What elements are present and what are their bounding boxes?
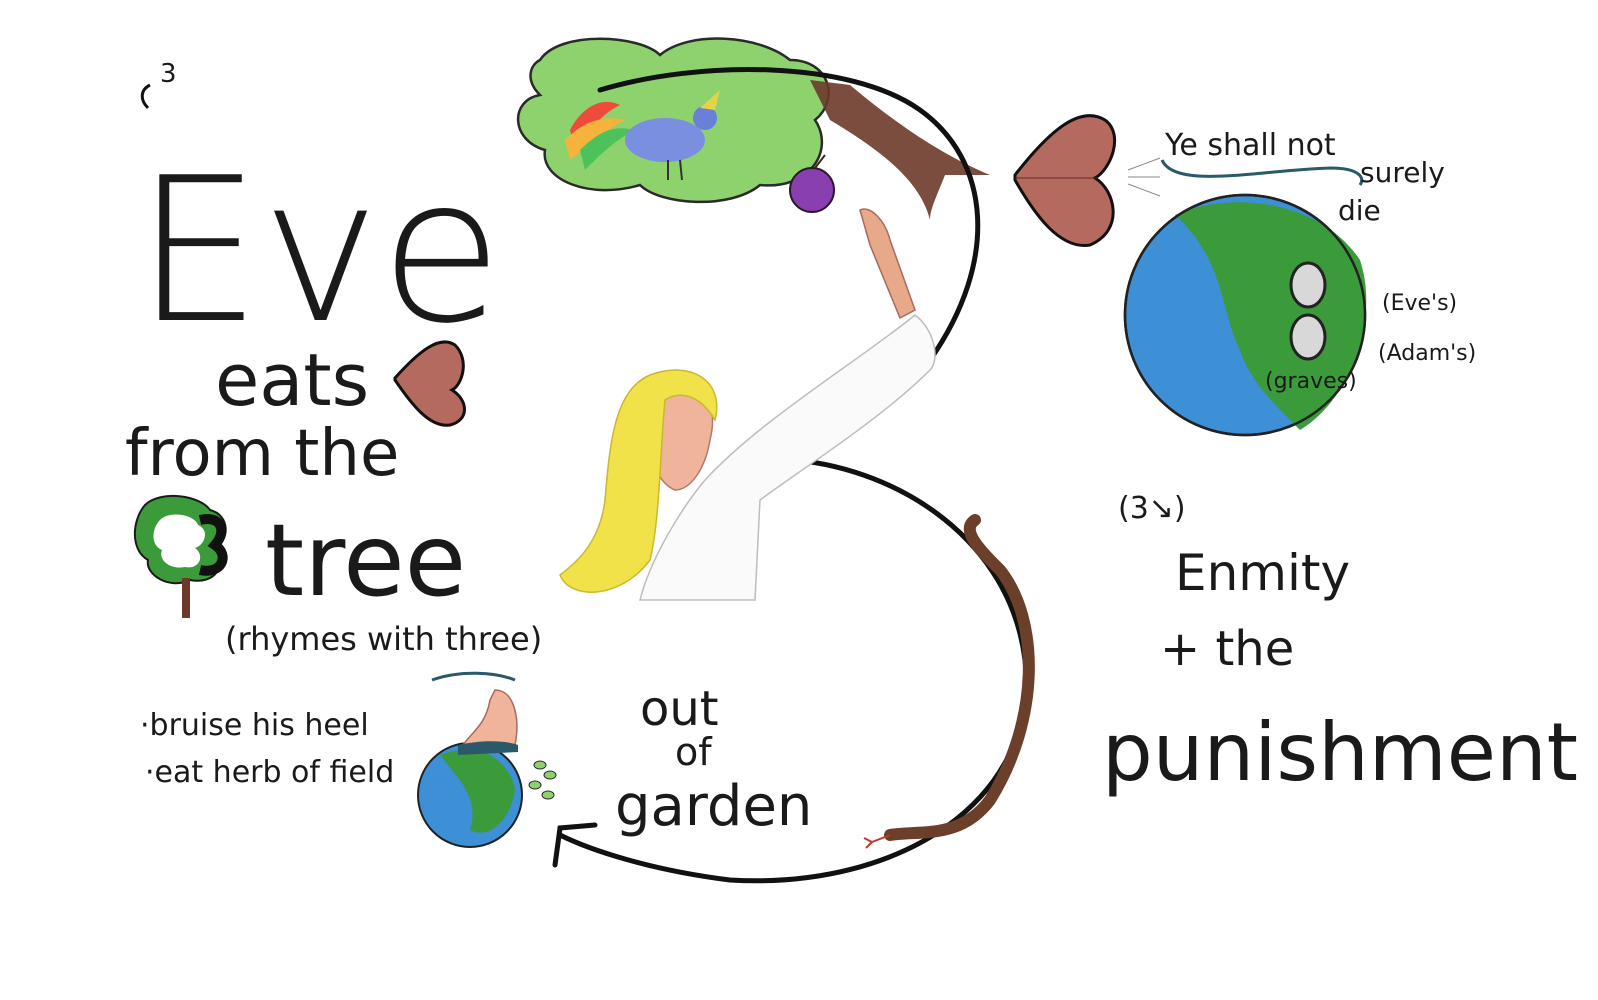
- small-earth-foot: [417, 671, 557, 848]
- big-three-arrowhead: [552, 822, 598, 868]
- earth-globe-graves: [1123, 193, 1367, 437]
- adam-grave-icon: [1289, 313, 1327, 361]
- word-punishment: punishment: [1102, 706, 1578, 799]
- three-tree-icon: [133, 494, 228, 618]
- grave-label-eve: (Eve's): [1382, 291, 1457, 316]
- speaking-heart-icon: [1013, 114, 1117, 247]
- serpent-speech-underline: [1160, 159, 1364, 186]
- word-out: out: [640, 681, 719, 737]
- word-enmity: Enmity: [1175, 544, 1350, 602]
- line-tree: tree: [265, 502, 466, 619]
- word-garden: garden: [615, 774, 812, 839]
- grave-label-adam: (Adam's): [1378, 341, 1476, 366]
- eve-grave-icon: [1289, 261, 1327, 309]
- speech-line-2: surely: [1360, 156, 1445, 189]
- herb-icon: [528, 760, 557, 800]
- rhyme-note: (rhymes with three): [225, 620, 542, 658]
- left-step-marker: 3: [160, 59, 177, 89]
- title-eve: Eve: [135, 135, 503, 368]
- eve-figure: [559, 208, 936, 601]
- right-step-marker: (3↘): [1118, 491, 1186, 526]
- speech-line-1: Ye shall not: [1164, 128, 1336, 163]
- graves-label: (graves): [1265, 369, 1357, 394]
- bullet-herb-field: ·eat herb of field: [145, 755, 394, 790]
- tree-trunk: [810, 80, 990, 220]
- serpent: [884, 514, 1035, 841]
- word-of: of: [675, 730, 713, 774]
- forbidden-fruit-icon: [789, 154, 835, 213]
- bullet-bruise-heel: ·bruise his heel: [140, 708, 369, 743]
- word-and-the: + the: [1160, 621, 1294, 677]
- line-from-the: from the: [125, 417, 399, 491]
- eats-heart-icon: [393, 340, 466, 427]
- serpent-tongue: [863, 834, 891, 849]
- speech-line-3: die: [1338, 194, 1381, 227]
- line-eats: eats: [215, 338, 369, 422]
- left-step-arrow-icon: [140, 83, 151, 110]
- bird-icon: [565, 90, 720, 181]
- speech-lines: [1127, 157, 1161, 197]
